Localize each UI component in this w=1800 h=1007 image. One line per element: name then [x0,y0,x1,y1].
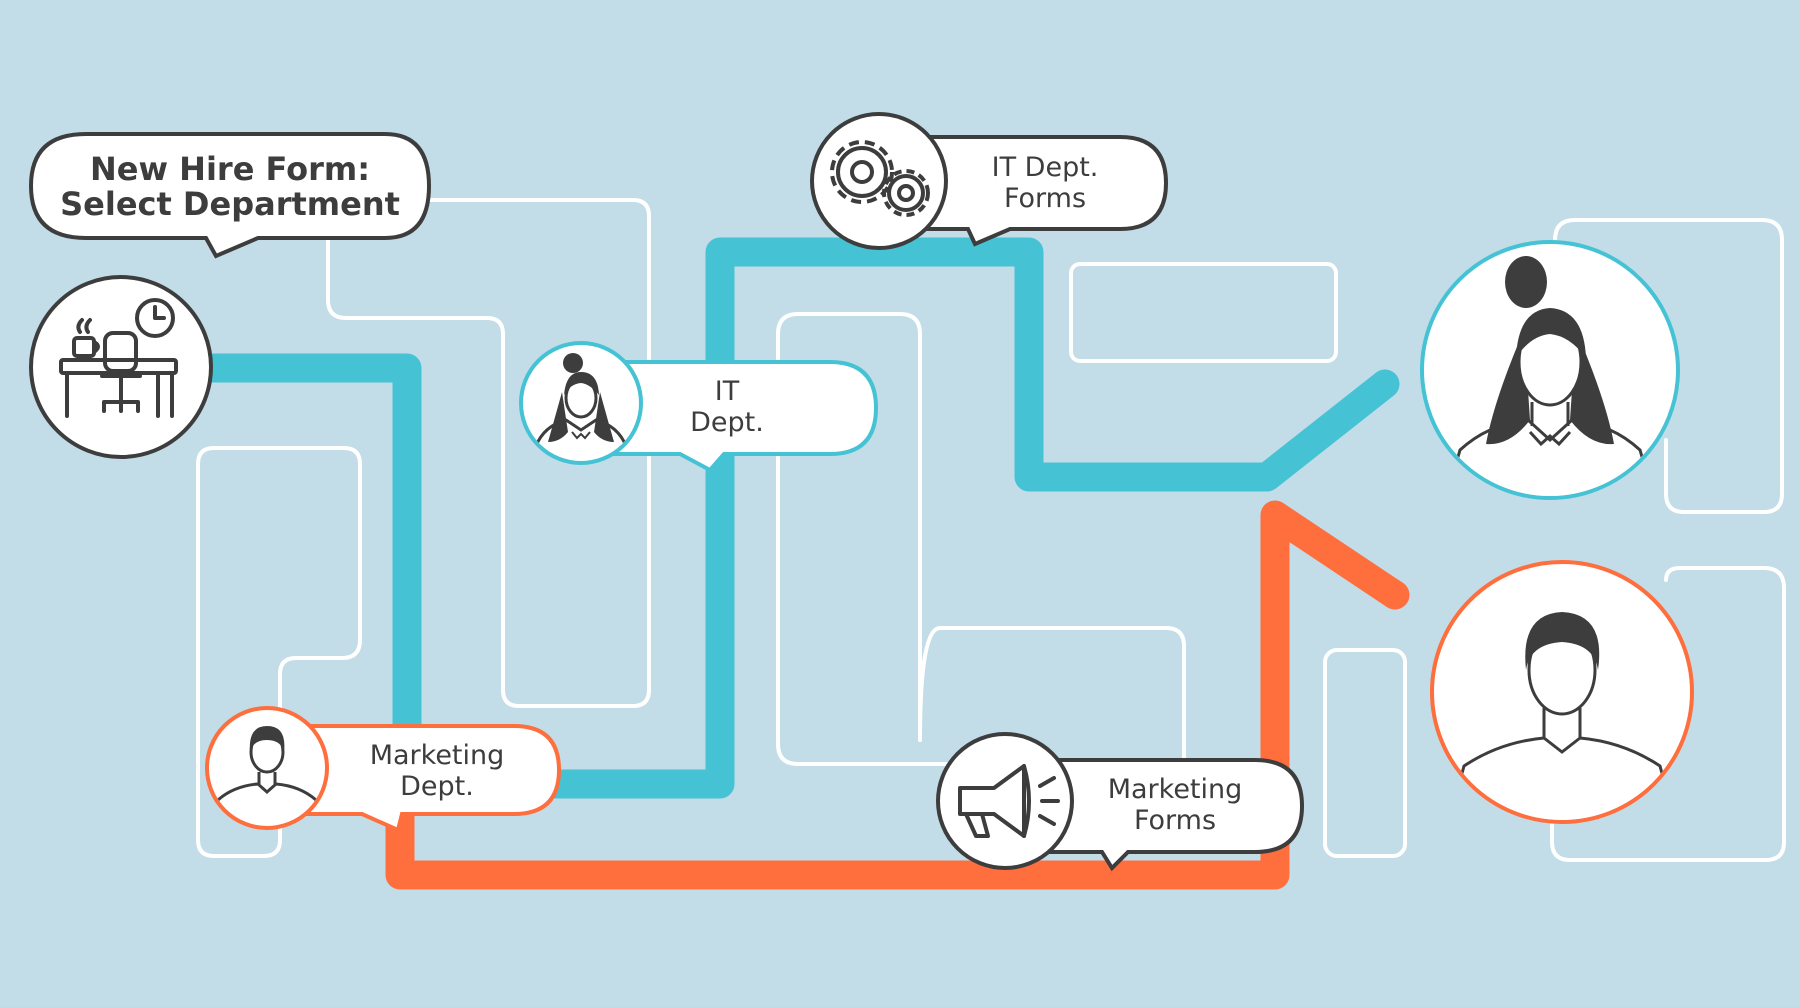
new-hire-line1: New Hire Form: [90,150,370,188]
it-dept-line1: IT [715,376,740,407]
megaphone-icon [958,764,1060,838]
marketing-dept-bubble: Marketing Dept. [205,706,562,833]
it-forms-bubble: IT Dept. Forms [810,112,1169,250]
new-hire-line2: Select Department [60,185,400,223]
it-forms-line2: Forms [1004,183,1086,214]
gears-icon [830,140,930,217]
marketing-dept-line1: Marketing [370,740,505,771]
it-dept-path [193,237,1400,799]
desk-chair-clock-icon [59,298,178,418]
marketing-forms-line1: Marketing [1108,774,1243,805]
woman-avatar-icon [534,353,628,447]
marketing-forms-bubble: Marketing Forms [936,732,1305,872]
desk-circle [29,275,213,459]
marketing-dept-line2: Dept. [400,771,474,802]
man-avatar-icon [217,726,317,802]
it-forms-line1: IT Dept. [992,152,1099,183]
it-dept-bubble: IT Dept. [519,341,879,473]
marketing-forms-line2: Forms [1134,805,1216,836]
new-hire-bubble: New Hire Form: Select Department [28,132,432,259]
it-dept-line2: Dept. [690,407,764,438]
marketing-dept-path [385,500,1410,890]
